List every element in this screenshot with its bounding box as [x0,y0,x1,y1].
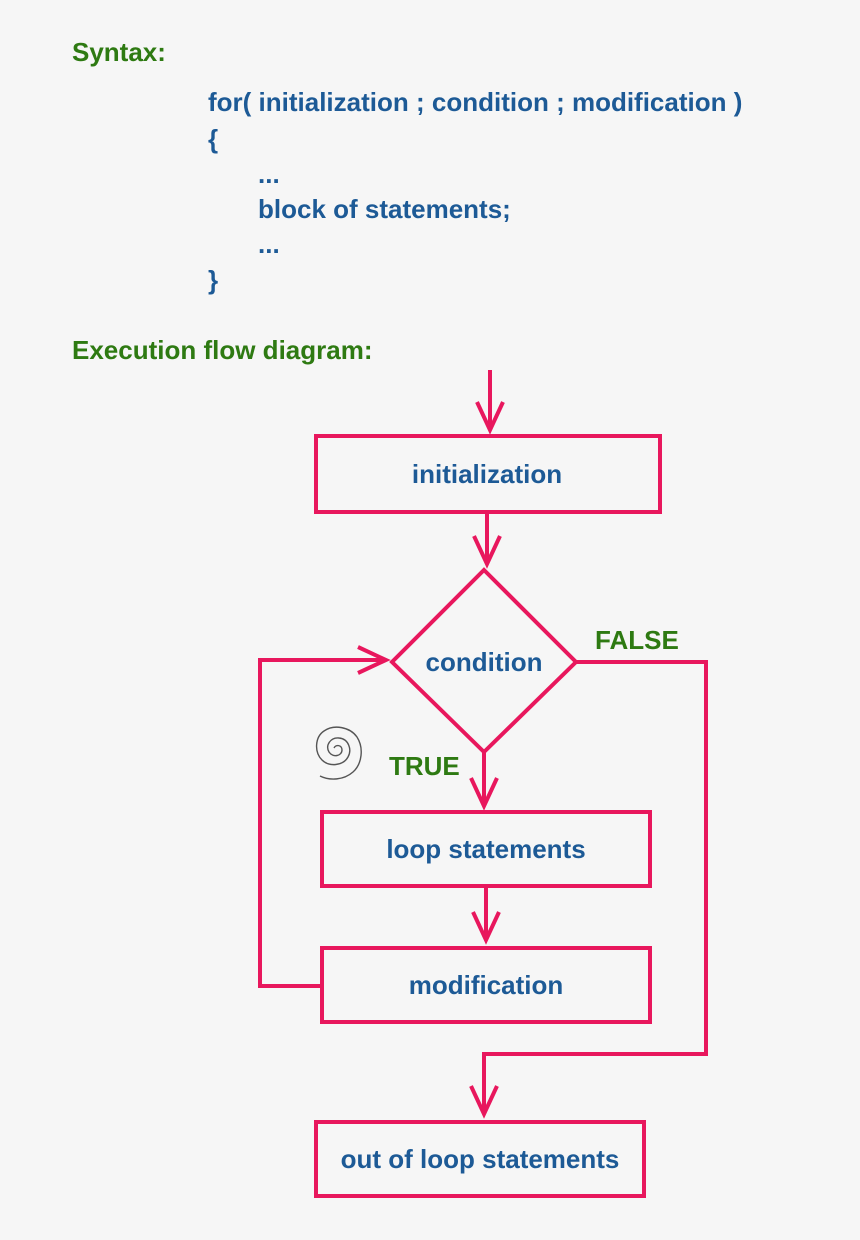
arrow-loop-to-modification [471,886,501,945]
true-label: TRUE [389,751,460,781]
arrow-false-exit [469,660,708,1119]
code-line-open-brace: { [208,124,219,154]
code-line-block: block of statements; [258,194,511,224]
code-line-close-brace: } [208,265,219,295]
entry-arrow [475,370,505,435]
false-label: FALSE [595,625,679,655]
initialization-label: initialization [412,459,562,489]
code-line-ellipsis-top: ... [258,159,280,189]
code-line-ellipsis-bottom: ... [258,229,280,259]
condition-label: condition [426,647,543,677]
code-line-for: for( initialization ; condition ; modifi… [208,87,743,117]
arrow-true-to-loop [469,752,499,811]
arrow-init-to-condition [472,512,502,569]
modification-label: modification [409,970,564,1000]
syntax-heading: Syntax: [72,37,166,67]
flow-heading: Execution flow diagram: [72,335,373,365]
arrow-loop-back [258,645,391,988]
spiral-icon [315,726,362,780]
out-of-loop-box [314,1120,646,1198]
out-of-loop-label: out of loop statements [341,1144,620,1174]
loop-statements-label: loop statements [386,834,585,864]
